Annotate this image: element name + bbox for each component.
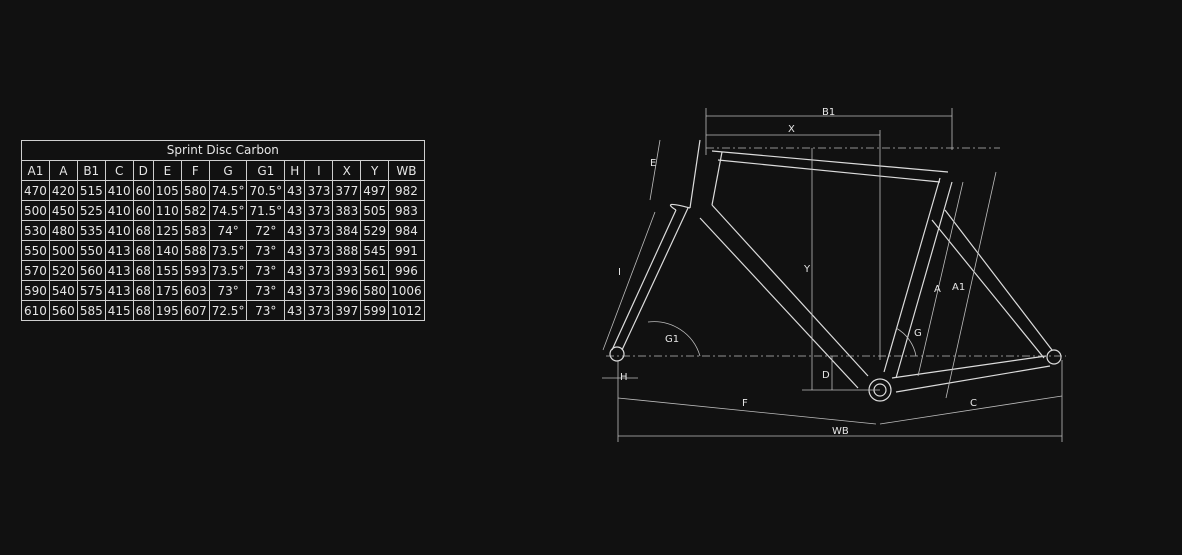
table-cell: 70.5°	[246, 180, 286, 201]
table-cell: 505	[360, 200, 390, 221]
table-cell: 1012	[388, 300, 425, 321]
table-cell: 561	[360, 260, 390, 281]
table-cell: 610	[21, 300, 50, 321]
table-cell: 996	[388, 260, 425, 281]
table-cell: 410	[104, 180, 134, 201]
table-cell: 560	[76, 260, 106, 281]
a1-dimension	[945, 171, 997, 399]
table-cell: 413	[104, 280, 134, 301]
label-d: D	[822, 370, 830, 381]
table-cell: 575	[76, 280, 106, 301]
table-cell: 520	[48, 260, 78, 281]
table-cell: 73°	[246, 280, 286, 301]
top-tube	[711, 150, 949, 183]
table-cell: 373	[304, 200, 334, 221]
table-cell: 110	[152, 200, 182, 221]
table-cell: 525	[76, 200, 106, 221]
label-a: A	[934, 284, 941, 295]
table-cell: 580	[360, 280, 390, 301]
label-a1: A1	[952, 282, 965, 293]
label-x: X	[788, 124, 795, 135]
seat-stay	[931, 209, 1053, 359]
table-cell: 500	[21, 200, 50, 221]
label-e: E	[650, 158, 656, 169]
e-dimension	[649, 139, 661, 201]
seat-tube	[883, 177, 953, 379]
chain-stay	[891, 355, 1051, 393]
a-dimension	[917, 181, 964, 377]
table-cell: 497	[360, 180, 390, 201]
table-cell: 599	[360, 300, 390, 321]
fork	[611, 203, 691, 351]
table-cell: 68	[132, 300, 154, 321]
g-angle	[895, 327, 917, 357]
table-cell: 73°	[246, 300, 286, 321]
table-cell: 43	[284, 240, 306, 261]
head-tube	[689, 139, 723, 209]
table-cell: 43	[284, 200, 306, 221]
table-cell: 570	[21, 260, 50, 281]
table-cell: 105	[152, 180, 182, 201]
label-h: H	[620, 372, 628, 383]
table-cell: 588	[180, 240, 210, 261]
table-cell: 68	[132, 280, 154, 301]
f-dimension	[617, 397, 877, 425]
label-f: F	[742, 398, 748, 409]
table-cell: 410	[104, 220, 134, 241]
label-c: C	[970, 398, 977, 409]
table-cell: 585	[76, 300, 106, 321]
table-cell: 415	[104, 300, 134, 321]
table-cell: 607	[180, 300, 210, 321]
table-cell: 175	[152, 280, 182, 301]
table-cell: 373	[304, 260, 334, 281]
table-cell: 74°	[208, 220, 248, 241]
label-b1: B1	[822, 107, 835, 118]
down-tube	[699, 204, 869, 389]
label-i: I	[618, 267, 621, 278]
table-cell: 60	[132, 180, 154, 201]
column-header: WB	[388, 160, 425, 181]
table-cell: 72.5°	[208, 300, 248, 321]
label-y: Y	[803, 264, 811, 275]
table-cell: 373	[304, 300, 334, 321]
table-cell: 373	[304, 280, 334, 301]
table-cell: 73°	[208, 280, 248, 301]
table-cell: 68	[132, 240, 154, 261]
table-title: Sprint Disc Carbon	[21, 140, 425, 160]
c-dimension	[879, 395, 1063, 425]
table-cell: 43	[284, 280, 306, 301]
table-cell: 396	[332, 280, 362, 301]
table-cell: 983	[388, 200, 425, 221]
front-dropout	[609, 346, 625, 362]
label-wb: WB	[832, 426, 849, 437]
table-cell: 982	[388, 180, 425, 201]
label-g1: G1	[665, 334, 679, 345]
table-cell: 155	[152, 260, 182, 281]
g1-angle	[647, 321, 701, 357]
table-cell: 60	[132, 200, 154, 221]
label-g: G	[914, 328, 922, 339]
table-cell: 140	[152, 240, 182, 261]
i-dimension	[602, 211, 656, 351]
table-cell: 582	[180, 200, 210, 221]
rear-dropout	[1046, 349, 1062, 365]
table-cell: 397	[332, 300, 362, 321]
table-cell: 450	[48, 200, 78, 221]
table-cell: 43	[284, 300, 306, 321]
